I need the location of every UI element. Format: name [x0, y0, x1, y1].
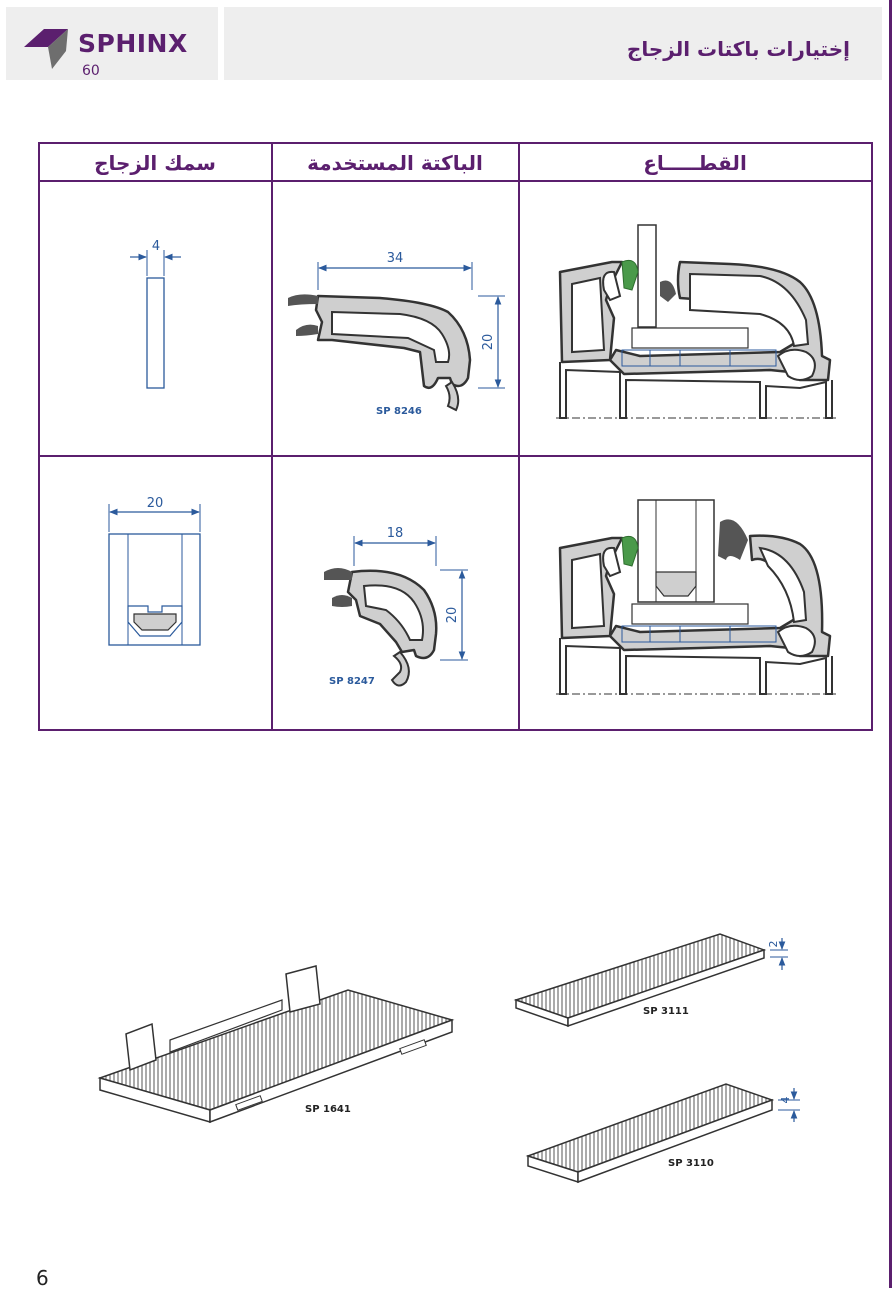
- glass-pane-4mm: [130, 250, 181, 389]
- glass-unit-20mm: [108, 504, 201, 646]
- spacer-code-sp1641: SP 1641: [305, 1104, 351, 1115]
- spacer-sp3110: [525, 1083, 800, 1184]
- page-number: 6: [36, 1266, 49, 1290]
- header-bar: إختيارات باكتات الزجاج: [224, 7, 882, 80]
- bead-code-sp8247: SP 8247: [329, 676, 375, 687]
- section-drawing-single-glazing: [556, 224, 836, 419]
- header-section: القطـــــاع: [643, 151, 747, 175]
- header-glass-thickness: سمك الزجاج: [94, 151, 216, 175]
- glass-dim-20: 20: [147, 496, 164, 511]
- bead-sp8247-profile: [324, 536, 468, 687]
- spacer-code-sp3111: SP 3111: [643, 1006, 689, 1017]
- page-title: إختيارات باكتات الزجاج: [626, 37, 850, 61]
- logo-block: SPHINX 60: [6, 7, 218, 80]
- spacer-thickness-4: 4: [779, 1097, 792, 1104]
- bead-height-20b: 20: [445, 607, 460, 624]
- sphinx-logo-icon: [24, 29, 68, 69]
- glass-dim-4: 4: [152, 239, 160, 254]
- bead-width-18: 18: [387, 526, 404, 541]
- header-glazing-bead: الباكتة المستخدمة: [307, 151, 483, 175]
- spacer-thickness-2: 2: [767, 941, 780, 948]
- spacer-sp1641: [97, 965, 455, 1124]
- brand-series: 60: [82, 63, 100, 79]
- bead-sp8246-profile: [288, 262, 505, 412]
- section-drawing-double-glazing: [556, 499, 836, 695]
- side-rule: [889, 0, 892, 1288]
- bead-height-20: 20: [481, 334, 496, 351]
- bead-width-34: 34: [387, 251, 404, 266]
- spacer-code-sp3110: SP 3110: [668, 1158, 714, 1169]
- bead-code-sp8246: SP 8246: [376, 406, 422, 417]
- brand-name: SPHINX: [78, 29, 188, 58]
- spacer-sp3111: [513, 933, 788, 1028]
- glazing-table: [38, 142, 873, 731]
